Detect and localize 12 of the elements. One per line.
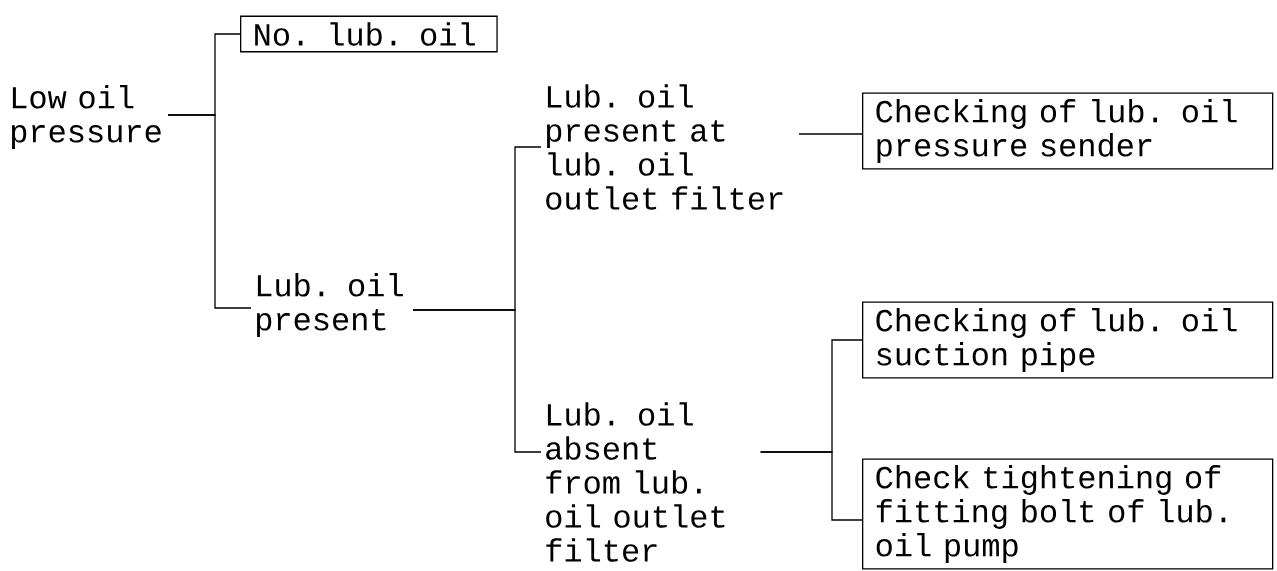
action-box: Checking of lub. oil pressure sender [862, 92, 1274, 170]
connector-line [412, 309, 542, 453]
action-box: Check tightening of fitting bolt of lub. oil pump [862, 458, 1274, 570]
connector-line [798, 133, 863, 135]
action-box: No. lub. oil [240, 15, 498, 53]
condition-text: Lub. oil present [257, 273, 403, 337]
connector-line [759, 451, 863, 521]
condition-text: Low oil pressure [12, 85, 161, 149]
condition-text: Lub. oil present at lub. oil outlet filter [546, 84, 783, 210]
connector-line [167, 114, 252, 309]
condition-text: Lub. oil absent from lub. oil outlet filter [546, 402, 725, 562]
action-box: Checking of lub. oil suction pipe [862, 301, 1274, 379]
